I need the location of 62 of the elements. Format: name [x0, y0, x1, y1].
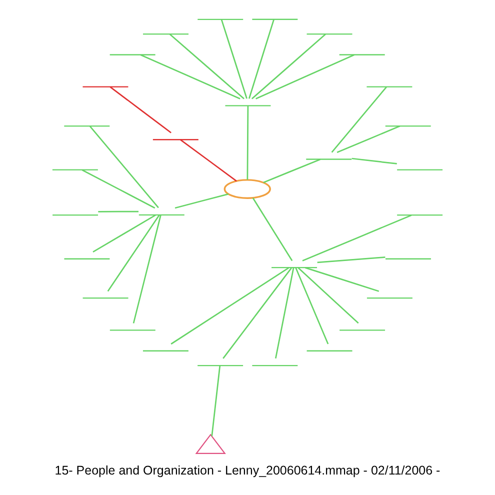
connector	[246, 106, 249, 180]
node-line	[110, 330, 156, 331]
node-line	[64, 125, 110, 127]
node-line	[385, 125, 431, 127]
connector	[90, 126, 159, 208]
node-line	[52, 169, 98, 170]
node-line	[138, 214, 184, 216]
connector	[248, 19, 274, 99]
node-line	[225, 105, 271, 106]
connector	[275, 268, 294, 359]
connector	[298, 267, 359, 324]
node-line	[272, 267, 317, 268]
node-line	[142, 350, 188, 352]
connector	[82, 169, 156, 209]
connector	[107, 214, 160, 292]
caption: 15- People and Organization - Lenny_20060614.mmap - 02/11/2006 -	[54, 463, 440, 478]
node-line	[198, 18, 244, 20]
node-line	[340, 330, 386, 331]
node-line	[366, 298, 412, 299]
node-line	[397, 214, 443, 216]
node-line	[152, 139, 198, 140]
node-line	[366, 86, 412, 88]
connector	[256, 54, 354, 100]
node-line	[397, 169, 443, 170]
connector	[336, 125, 400, 154]
connector	[295, 268, 329, 344]
connector	[174, 193, 229, 209]
connector	[92, 214, 156, 252]
node-line	[252, 364, 298, 366]
connector	[170, 267, 290, 345]
connector	[317, 256, 386, 264]
connector	[252, 198, 293, 262]
connector	[98, 210, 138, 212]
connector	[211, 366, 221, 436]
connector	[169, 34, 244, 100]
connector	[305, 267, 380, 292]
node-line	[306, 350, 352, 352]
connector	[222, 268, 292, 359]
connector	[331, 86, 387, 153]
node-line	[52, 214, 98, 216]
connector	[132, 215, 162, 324]
node-line	[306, 158, 352, 160]
connector	[302, 214, 412, 262]
node-line	[143, 33, 188, 35]
node-line	[198, 364, 244, 366]
connector	[263, 158, 321, 184]
node-line	[82, 298, 128, 299]
node-line	[82, 86, 128, 88]
node-line	[64, 258, 110, 260]
node-line	[306, 33, 352, 35]
node-line	[110, 54, 156, 56]
connector	[251, 34, 326, 100]
connector	[220, 19, 248, 99]
connector	[140, 54, 240, 100]
node-line	[252, 18, 298, 20]
connector	[352, 158, 397, 164]
connector	[180, 139, 237, 182]
node-triangle	[195, 434, 226, 454]
connector	[110, 86, 172, 134]
node-ellipse	[224, 179, 271, 199]
node-line	[339, 54, 385, 56]
node-line	[386, 258, 431, 260]
